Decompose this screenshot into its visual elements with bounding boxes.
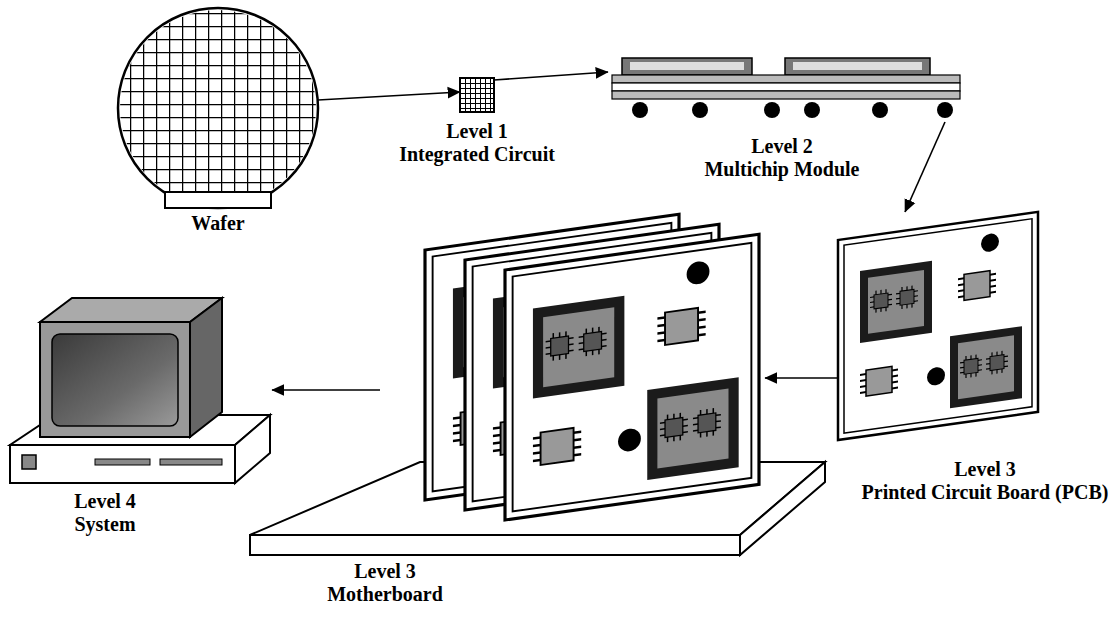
flow-arrow (494, 72, 608, 80)
mcm-chip-top (630, 62, 744, 70)
monitor-side (190, 298, 222, 437)
label-text: Level 2 Multichip Module (704, 135, 859, 180)
flow-arrow (905, 122, 945, 212)
label-text: Level 3 Printed Circuit Board (PCB) (862, 458, 1109, 503)
drive-slot (95, 459, 150, 465)
level-label: Level 3 Printed Circuit Board (PCB) (858, 458, 1112, 504)
monitor-front (40, 322, 190, 437)
wafer-outline (118, 8, 318, 208)
flow-arrow (765, 377, 838, 379)
mcm-chip (785, 58, 930, 75)
power-button (22, 455, 36, 469)
label-text: Level 4 System (74, 490, 136, 535)
printed-circuit-board: Level 3 Printed Circuit Board (PCB) (838, 212, 1040, 440)
wafer-flat (165, 192, 271, 208)
motherboard-drawing (250, 214, 825, 555)
substrate-layer (612, 75, 960, 83)
level-label: Level 3 Motherboard (323, 560, 447, 606)
label-text: Level 3 Motherboard (327, 560, 443, 605)
cabinet-front (10, 445, 235, 483)
cabinet-side (235, 415, 270, 483)
drive-slot (160, 459, 222, 465)
integrated-circuit: Level 1 Integrated Circuit (460, 78, 494, 112)
monitor-screen (52, 334, 178, 426)
label-text: Wafer (191, 212, 244, 234)
plug-in-board (505, 234, 759, 520)
mcm-chip-top (793, 62, 922, 70)
base-front (250, 535, 740, 555)
system-drawing (10, 298, 270, 483)
ic-ground (460, 78, 494, 112)
motherboard: Level 3 Motherboard (380, 214, 765, 560)
solder-balls (632, 102, 953, 118)
system: Level 4 System (8, 296, 272, 485)
label-text: Level 1 Integrated Circuit (399, 120, 555, 165)
substrate-layer (612, 91, 960, 99)
pcb-drawing (838, 212, 1038, 440)
wafer-grid (120, 10, 316, 206)
level-label: Wafer (178, 212, 258, 235)
flow-arrow (318, 92, 460, 100)
flow-arrow (272, 389, 380, 391)
mcm-chip (622, 58, 752, 75)
ic-die (460, 78, 494, 112)
wafer: Wafer (118, 8, 318, 212)
level-label: Level 4 System (55, 490, 155, 536)
level-label: Level 1 Integrated Circuit (396, 120, 558, 166)
level-label: Level 2 Multichip Module (701, 135, 863, 181)
multichip-module: Level 2 Multichip Module (608, 50, 962, 122)
wafer-drawing (118, 8, 318, 208)
substrate-layer (612, 83, 960, 91)
ic-drawing (460, 78, 494, 112)
mcm-drawing (612, 58, 960, 118)
